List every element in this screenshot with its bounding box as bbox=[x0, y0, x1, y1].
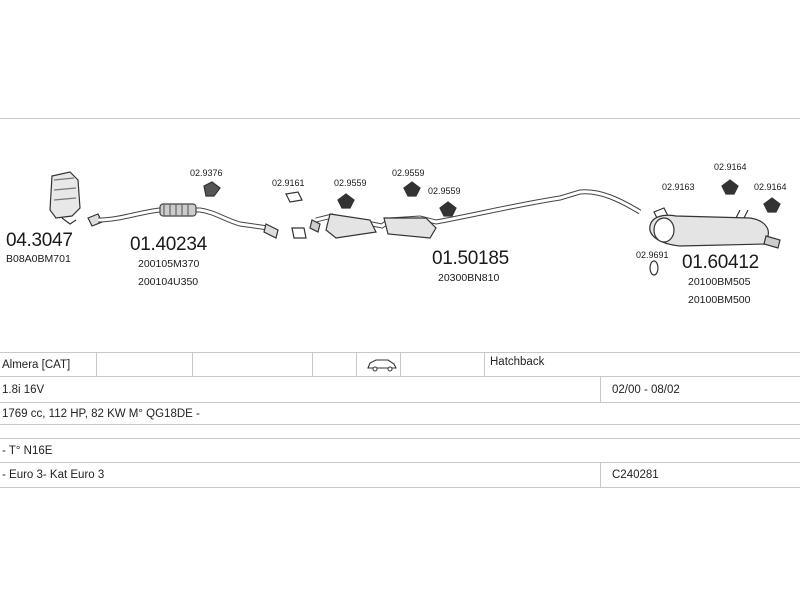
ring-code: 02.9691 bbox=[636, 250, 669, 260]
gasket-icon bbox=[203, 181, 221, 197]
rear-code: 01.60412 bbox=[682, 252, 759, 273]
hanger-icon bbox=[439, 201, 457, 217]
front-pipe-ref1: 200105M370 bbox=[138, 258, 200, 270]
hanger-2-code: 02.9559 bbox=[392, 168, 425, 178]
hanger-1-code: 02.9559 bbox=[334, 178, 367, 188]
rear-muffler-icon bbox=[649, 209, 781, 249]
ring-icon bbox=[649, 260, 659, 276]
specs-cell: 1769 cc, 112 HP, 82 KW M° QG18DE - bbox=[2, 408, 200, 420]
hanger-icon bbox=[337, 193, 355, 209]
rear-ref1: 20100BM505 bbox=[688, 276, 751, 288]
hanger-3-code: 02.9559 bbox=[428, 186, 461, 196]
body-cell: Hatchback bbox=[490, 356, 545, 368]
hanger-icon bbox=[403, 181, 421, 197]
rear-hanger-2-code: 02.9164 bbox=[754, 182, 787, 192]
exhaust-diagram: 04.3047 B08A0BM701 01.40234 200105M370 2… bbox=[0, 120, 800, 350]
catalytic-converter-icon bbox=[49, 171, 81, 225]
gasket-icon bbox=[285, 191, 303, 203]
rear-hanger-1-code: 02.9164 bbox=[714, 162, 747, 172]
table-row bbox=[0, 424, 800, 439]
exhaust-drawing bbox=[49, 171, 781, 276]
front-pipe-code: 01.40234 bbox=[130, 234, 207, 255]
gasket-2-code: 02.9161 bbox=[272, 178, 305, 188]
table-row: - T° N16E bbox=[0, 438, 800, 463]
cat-ref: B08A0BM701 bbox=[6, 253, 71, 265]
type-cell: - T° N16E bbox=[2, 445, 53, 457]
code-cell: C240281 bbox=[612, 469, 659, 481]
table-row: 1.8i 16V 02/00 - 08/02 bbox=[0, 376, 800, 403]
top-divider bbox=[0, 118, 800, 119]
emission-cell: - Euro 3- Kat Euro 3 bbox=[2, 469, 105, 481]
middle-muffler-icon bbox=[309, 189, 642, 239]
rear-ref2: 20100BM500 bbox=[688, 294, 751, 306]
years-cell: 02/00 - 08/02 bbox=[612, 384, 680, 396]
hanger-icon bbox=[763, 197, 781, 213]
hanger-icon bbox=[721, 179, 739, 195]
front-pipe-icon bbox=[97, 203, 279, 239]
front-pipe-ref2: 200104U350 bbox=[138, 276, 199, 288]
mid-code: 01.50185 bbox=[432, 248, 509, 269]
table-row: Almera [CAT] Hatchback bbox=[0, 352, 800, 377]
table-row: - Euro 3- Kat Euro 3 C240281 bbox=[0, 462, 800, 488]
car-icon bbox=[366, 353, 398, 377]
cat-code: 04.3047 bbox=[6, 230, 73, 251]
clamp-icon bbox=[291, 227, 307, 239]
engine-cell: 1.8i 16V bbox=[2, 384, 45, 396]
mid-ref: 20300BN810 bbox=[438, 272, 500, 284]
clamp-1-code: 02.9163 bbox=[662, 182, 695, 192]
gasket-1-code: 02.9376 bbox=[190, 168, 223, 178]
model-cell: Almera [CAT] bbox=[2, 359, 71, 371]
table-row: 1769 cc, 112 HP, 82 KW M° QG18DE - bbox=[0, 402, 800, 425]
